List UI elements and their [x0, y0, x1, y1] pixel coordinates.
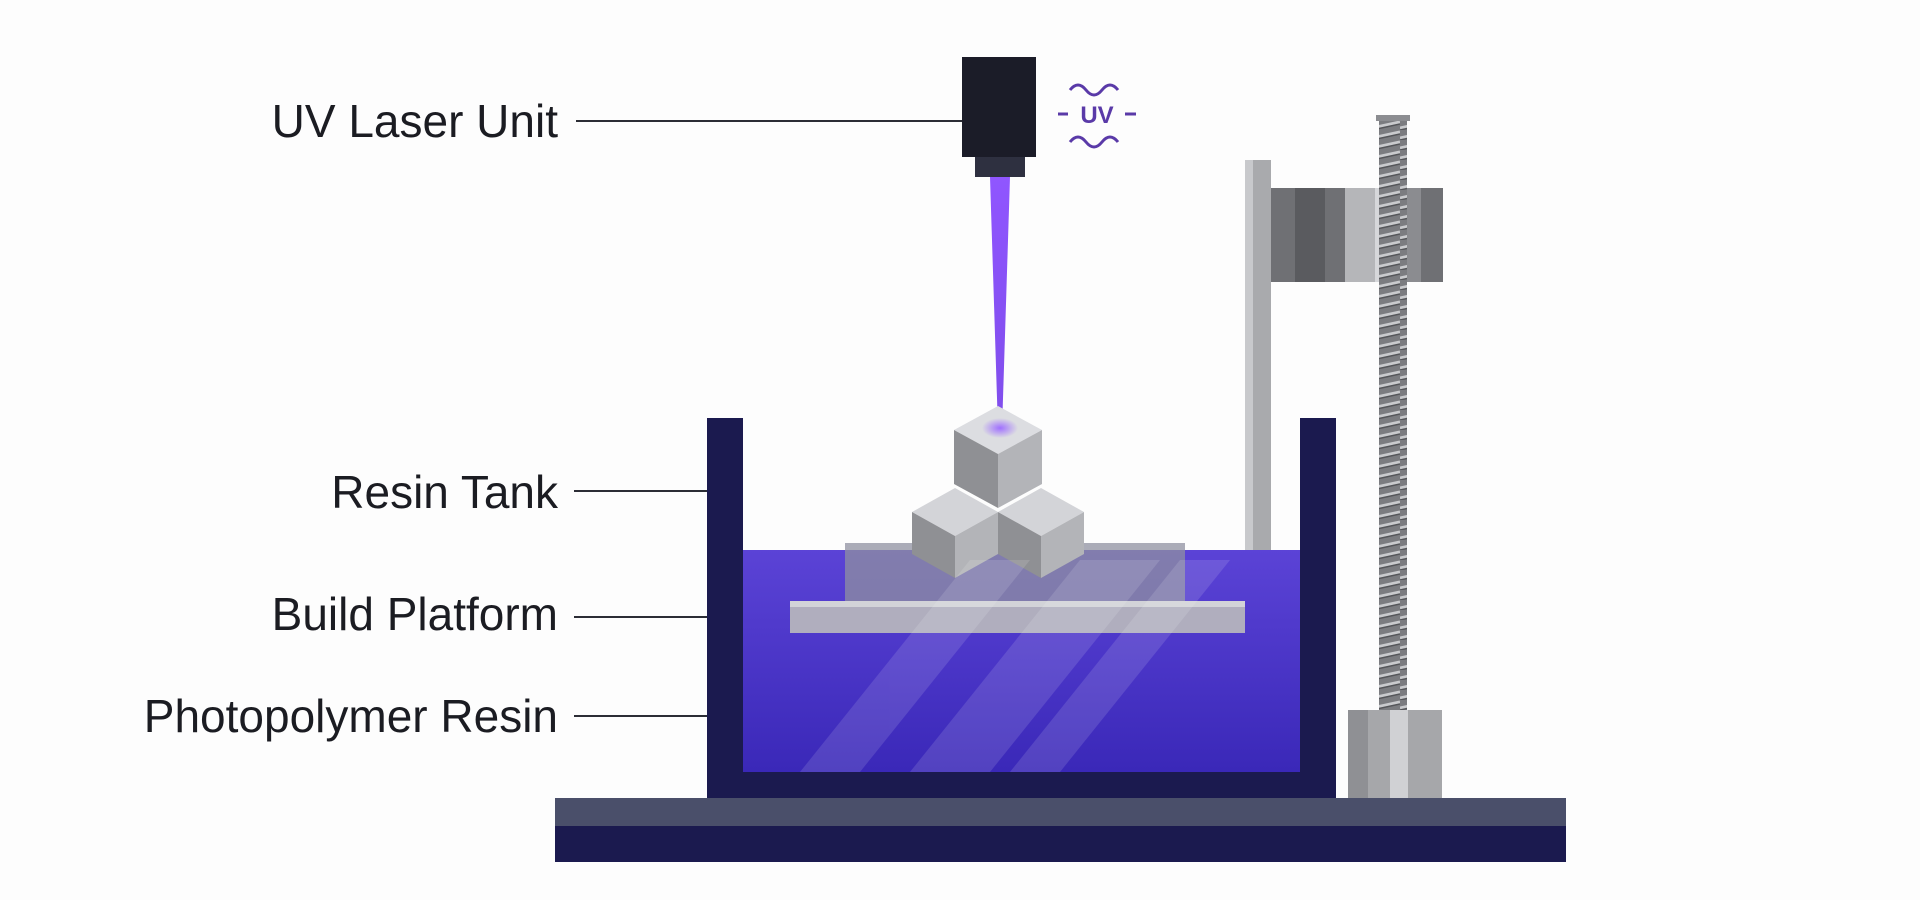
printer-base: [555, 798, 1566, 862]
laser-beam: [990, 177, 1010, 430]
printed-part: [845, 406, 1185, 601]
lead-screw: [1379, 115, 1407, 715]
build-platform: [790, 601, 1245, 633]
uv-radiation-icon: [1058, 83, 1136, 149]
label-resin-tank: Resin Tank: [331, 466, 558, 518]
laser-focus-glow: [982, 418, 1018, 438]
label-uv-laser-unit: UV Laser Unit: [271, 95, 558, 147]
label-build-platform: Build Platform: [271, 588, 558, 640]
tank-reflections: [800, 560, 1230, 772]
z-axis-carriage: [1271, 188, 1443, 282]
lead-screw-base: [1348, 710, 1442, 798]
label-photopolymer-resin: Photopolymer Resin: [143, 690, 558, 742]
uv-badge-text: UV: [1080, 102, 1113, 129]
uv-laser-unit: [962, 57, 1036, 177]
resin-tank: [707, 418, 1336, 798]
